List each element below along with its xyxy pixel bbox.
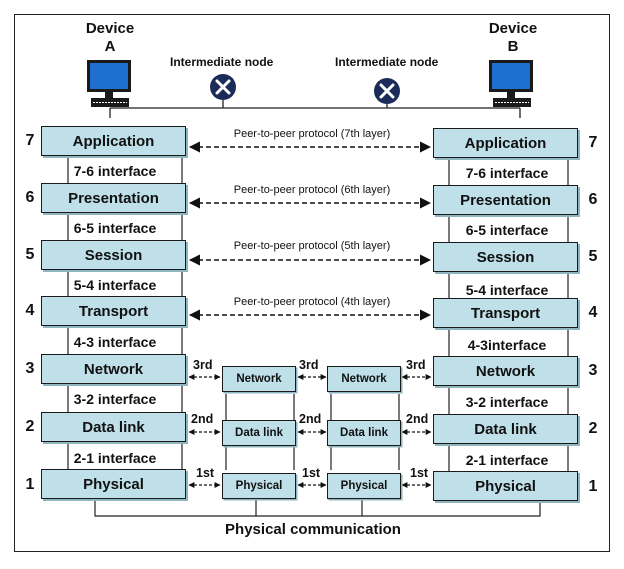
layer-b-network: Network: [433, 356, 578, 386]
layer-number: 1: [588, 478, 598, 495]
peer-protocol-label: Peer-to-peer protocol (4th layer): [233, 296, 391, 308]
diagram-frame: [14, 14, 610, 552]
layer-number: 6: [588, 191, 598, 208]
physical-communication-label: Physical communication: [225, 521, 401, 538]
layer-b-session: Session: [433, 242, 578, 272]
interface-label: 5-4 interface: [73, 277, 157, 293]
computer-b-icon: [489, 60, 533, 107]
layer-a-transport: Transport: [41, 296, 186, 326]
intermediate-node-label-2: Intermediate node: [335, 55, 439, 69]
layer-b-data-link: Data link: [433, 414, 578, 444]
layer-number: 3: [25, 360, 35, 377]
hop-label: 3rd: [193, 358, 213, 372]
interface-label: 3-2 interface: [465, 394, 549, 410]
layer-a-session: Session: [41, 240, 186, 270]
layer-number: 2: [588, 420, 598, 437]
layer-a-presentation: Presentation: [41, 183, 186, 213]
hop-label: 3rd: [299, 358, 319, 372]
node1-data-link: Data link: [222, 420, 296, 446]
node1-network: Network: [222, 366, 296, 392]
layer-b-physical: Physical: [433, 471, 578, 501]
interface-label: 3-2 interface: [73, 391, 157, 407]
interface-label: 6-5 interface: [465, 222, 549, 238]
node2-data-link: Data link: [327, 420, 401, 446]
layer-number: 6: [25, 189, 35, 206]
layer-a-network: Network: [41, 354, 186, 384]
layer-number: 2: [25, 418, 35, 435]
layer-b-presentation: Presentation: [433, 185, 578, 215]
layer-number: 5: [25, 246, 35, 263]
layer-number: 3: [588, 362, 598, 379]
interface-label: 7-6 interface: [465, 165, 549, 181]
layer-a-application: Application: [41, 126, 186, 156]
router-icon: [210, 74, 236, 100]
interface-label: 2-1 interface: [73, 450, 157, 466]
layer-number: 1: [25, 476, 35, 493]
layer-a-data-link: Data link: [41, 412, 186, 442]
layer-number: 5: [588, 248, 598, 265]
layer-b-transport: Transport: [433, 298, 578, 328]
node2-physical: Physical: [327, 473, 401, 499]
layer-a-physical: Physical: [41, 469, 186, 499]
interface-label: 4-3interface: [467, 337, 547, 353]
layer-number: 7: [588, 134, 598, 151]
peer-protocol-label: Peer-to-peer protocol (7th layer): [233, 128, 391, 140]
hop-label: 1st: [196, 466, 215, 480]
interface-label: 4-3 interface: [73, 334, 157, 350]
router-icon: [374, 78, 400, 104]
layer-number: 4: [25, 302, 35, 319]
hop-label: 1st: [410, 466, 429, 480]
node1-physical: Physical: [222, 473, 296, 499]
interface-label: 6-5 interface: [73, 220, 157, 236]
node2-network: Network: [327, 366, 401, 392]
peer-protocol-label: Peer-to-peer protocol (5th layer): [233, 240, 391, 252]
peer-protocol-label: Peer-to-peer protocol (6th layer): [233, 184, 391, 196]
layer-number: 7: [25, 132, 35, 149]
intermediate-node-label-1: Intermediate node: [170, 55, 274, 69]
interface-label: 7-6 interface: [73, 163, 157, 179]
layer-b-application: Application: [433, 128, 578, 158]
layer-number: 4: [588, 304, 598, 321]
hop-label: 2nd: [406, 412, 429, 426]
interface-label: 2-1 interface: [465, 452, 549, 468]
interface-label: 5-4 interface: [465, 282, 549, 298]
hop-label: 3rd: [406, 358, 426, 372]
hop-label: 2nd: [191, 412, 214, 426]
computer-a-icon: [87, 60, 131, 107]
hop-label: 1st: [302, 466, 321, 480]
hop-label: 2nd: [299, 412, 322, 426]
